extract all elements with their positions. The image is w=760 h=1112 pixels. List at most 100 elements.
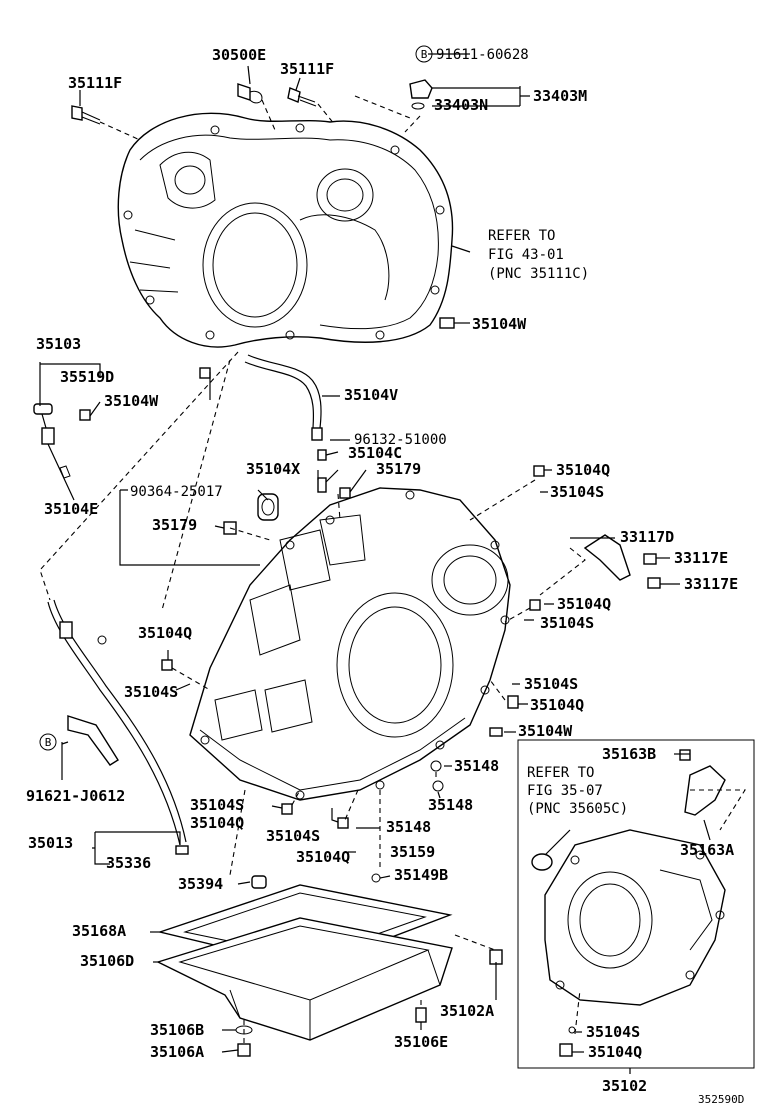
label-35102: 35102 xyxy=(602,1077,647,1095)
label-35163a: 35163A xyxy=(680,841,734,859)
label-35104q-a: 35104Q xyxy=(556,461,610,479)
bolt-35104q-c-drawing xyxy=(161,659,173,671)
refer-text-2-line2: FIG 35-07 xyxy=(527,783,603,799)
label-35104c: 35104C xyxy=(348,444,402,462)
refer-text-2-line3: (PNC 35605C) xyxy=(527,801,628,817)
bolt-30500e-drawing xyxy=(237,83,263,104)
label-35104q-b: 35104Q xyxy=(557,595,611,613)
label-35104s-g: 35104S xyxy=(586,1023,640,1041)
plug-35104w-left-drawing xyxy=(199,367,211,379)
label-35104q-e: 35104Q xyxy=(190,814,244,832)
refer-text-1-line2: FIG 43-01 xyxy=(488,247,564,263)
bracket-35163a-drawing xyxy=(684,765,726,816)
label-35111f-right: 35111F xyxy=(280,60,334,78)
bolt-35111f-right-drawing xyxy=(287,87,317,107)
plug-35149b-drawing xyxy=(371,873,381,883)
bolt-35104q-d-drawing xyxy=(507,695,519,709)
label-35104q-f: 35104Q xyxy=(296,848,350,866)
refer-text-2-line1: REFER TO xyxy=(527,765,594,781)
extension-housing-drawing xyxy=(544,829,726,1006)
label-33403m: 33403M xyxy=(533,87,587,105)
label-35179-top: 35179 xyxy=(376,460,421,478)
transaxle-case xyxy=(189,487,511,801)
label-30500e: 30500E xyxy=(212,46,266,64)
label-35159: 35159 xyxy=(390,843,435,861)
label-33117e-a: 33117E xyxy=(674,549,728,567)
label-35106e: 35106E xyxy=(394,1033,448,1051)
label-35104s-c: 35104S xyxy=(124,683,178,701)
bolt-35104q-a-drawing xyxy=(533,465,545,477)
assembly-lines xyxy=(39,95,746,1044)
label-35104w-c: 35104W xyxy=(518,722,573,740)
label-33117d: 33117D xyxy=(620,528,674,546)
label-35106d: 35106D xyxy=(80,952,134,970)
plug-35104w-top-drawing xyxy=(439,317,455,329)
label-35104w-top: 35104W xyxy=(472,315,527,333)
label-35104s-a: 35104S xyxy=(550,483,604,501)
label-35104s-e: 35104S xyxy=(190,796,244,814)
dipstick-35103-drawing xyxy=(33,403,91,501)
extension-housing-box xyxy=(517,739,755,1069)
bolt-35111f-left-drawing xyxy=(71,105,101,125)
b-marker-mid: B xyxy=(39,733,57,751)
bolt-35102a-drawing xyxy=(489,949,503,965)
dipstick-35013-drawing xyxy=(47,599,189,855)
plug-35106e-drawing xyxy=(415,1007,427,1023)
plug-35148-a-drawing xyxy=(430,760,442,772)
bolt-35163b-drawing xyxy=(679,749,691,761)
leader-lines xyxy=(39,53,711,1074)
label-35149b: 35149B xyxy=(394,866,448,884)
label-35103: 35103 xyxy=(36,335,81,353)
label-35104q-c: 35104Q xyxy=(138,624,192,642)
label-35111f-left: 35111F xyxy=(68,74,122,92)
bracket-33117d-drawing xyxy=(583,534,661,589)
label-91621-j0612: 91621-J0612 xyxy=(26,787,125,805)
transaxle-housing xyxy=(117,112,454,348)
label-35013: 35013 xyxy=(28,834,73,852)
label-35104e: 35104E xyxy=(44,500,98,518)
bolt-35104q-g-drawing xyxy=(559,1043,573,1057)
label-35104v: 35104V xyxy=(344,386,398,404)
label-35104s-d: 35104S xyxy=(524,675,578,693)
plug-35148-b-drawing xyxy=(432,780,444,792)
oil-pan-drawing xyxy=(156,917,453,1041)
label-33403n: 33403N xyxy=(434,96,488,114)
bracket-91621-drawing xyxy=(67,715,119,766)
plug-35104w-c-drawing xyxy=(489,727,503,737)
label-35148-a: 35148 xyxy=(454,757,499,775)
refer-text-1-line3: (PNC 35111C) xyxy=(488,266,589,282)
washer-35104s-g-drawing xyxy=(568,1026,576,1034)
label-35104w-left: 35104W xyxy=(104,392,159,410)
label-35104x: 35104X xyxy=(246,460,300,478)
refer-text-1-line1: REFER TO xyxy=(488,228,555,244)
label-35104q-g: 35104Q xyxy=(588,1043,642,1061)
label-35102a: 35102A xyxy=(440,1002,494,1020)
label-33117e-b: 33117E xyxy=(684,575,738,593)
plug-35394-drawing xyxy=(251,875,267,889)
label-35179-left: 35179 xyxy=(152,516,197,534)
bolt-35104q-e-drawing xyxy=(281,803,293,815)
label-35168a: 35168A xyxy=(72,922,126,940)
plug-35179-top-drawing xyxy=(339,487,351,499)
label-35148-c: 35148 xyxy=(386,818,431,836)
label-35106b: 35106B xyxy=(150,1021,204,1039)
strainer-90364-drawing xyxy=(257,493,279,521)
label-35104s-f: 35104S xyxy=(266,827,320,845)
drain-plug-drawing xyxy=(237,1043,251,1057)
label-35106a: 35106A xyxy=(150,1043,204,1061)
label-35148-b: 35148 xyxy=(428,796,473,814)
svg-text:B: B xyxy=(421,48,428,61)
label-35104q-d: 35104Q xyxy=(530,696,584,714)
label-35519d: 35519D xyxy=(60,368,114,386)
label-35394: 35394 xyxy=(178,875,223,893)
b-marker-top: B xyxy=(415,45,433,63)
svg-text:B: B xyxy=(45,736,52,749)
label-96132-51000: 96132-51000 xyxy=(354,432,447,448)
plug-33403m-drawing xyxy=(409,79,433,110)
bolt-35104q-f-drawing xyxy=(337,817,349,829)
label-91611-60628: 91611-60628 xyxy=(436,47,529,63)
label-35336: 35336 xyxy=(106,854,151,872)
bearing-35605c-drawing xyxy=(531,853,553,871)
figure-code: 352590D xyxy=(698,1093,744,1106)
